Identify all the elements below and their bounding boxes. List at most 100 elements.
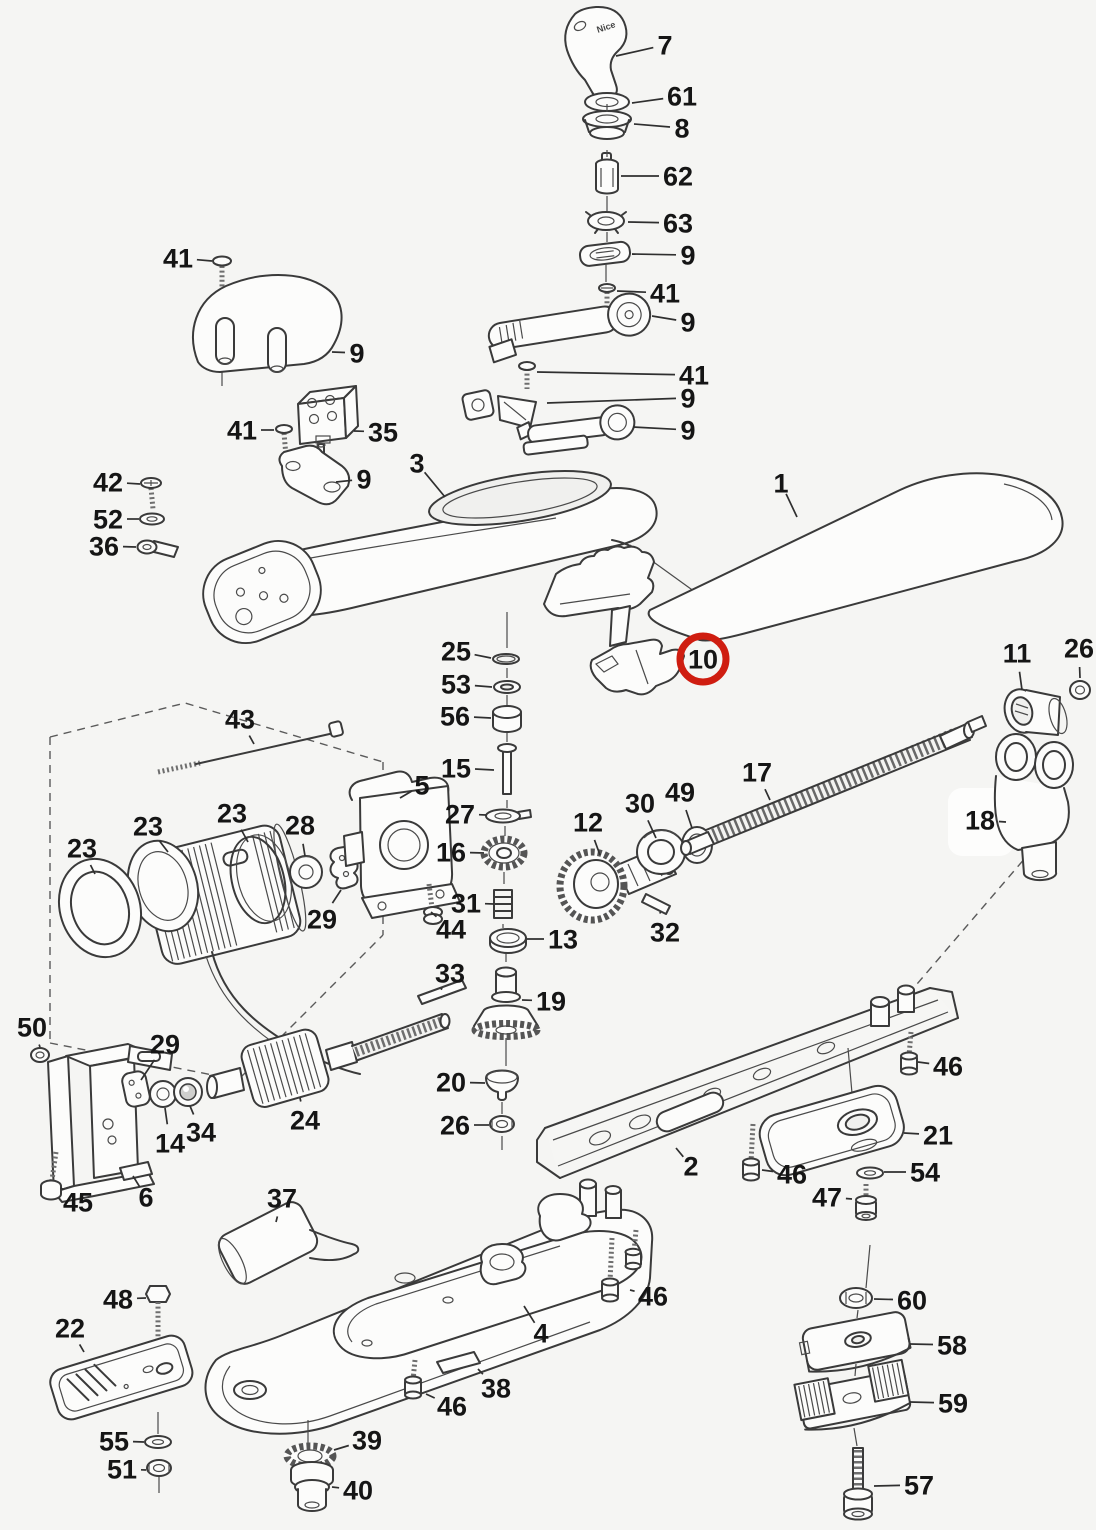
part-number-label: 46 xyxy=(437,1392,467,1422)
part-number-label: 5 xyxy=(414,771,429,801)
callout-27: 27 xyxy=(445,800,487,830)
callout-leader xyxy=(331,1486,340,1489)
callout-leader xyxy=(60,1187,64,1191)
callout-11: 11 xyxy=(1003,639,1032,691)
part-number-label: 41 xyxy=(227,416,257,446)
part-number-label: 33 xyxy=(435,959,465,989)
callout-9: 9 xyxy=(631,241,696,271)
part-number-label: 11 xyxy=(1003,639,1032,669)
callout-59: 59 xyxy=(909,1389,968,1419)
part-5-gear-bracket xyxy=(343,770,461,919)
part-9-cap xyxy=(578,240,631,267)
callout-leader xyxy=(536,371,676,376)
part-number-label: 30 xyxy=(625,789,655,819)
callout-23: 23 xyxy=(67,834,97,875)
part-29-clamp-lower xyxy=(121,1070,151,1108)
callout-leader xyxy=(78,1343,85,1353)
part-55-washer xyxy=(144,1435,172,1449)
callout-leader xyxy=(477,1368,484,1375)
callout-34: 34 xyxy=(186,1105,216,1148)
part-3-upper-housing xyxy=(202,470,746,645)
part-44-screw xyxy=(423,883,443,925)
part-15-pin xyxy=(497,743,517,795)
callout-3: 3 xyxy=(409,449,446,498)
callout-leader xyxy=(474,653,492,659)
callout-57: 57 xyxy=(873,1471,934,1501)
highlight-circle xyxy=(676,632,730,686)
fastener-axis-59 xyxy=(854,1363,857,1377)
part-number-label: 21 xyxy=(923,1121,953,1151)
part-number-label: 37 xyxy=(267,1184,297,1214)
part-41-screw-b xyxy=(518,361,536,389)
part-27-washer xyxy=(485,808,532,824)
part-52-washer xyxy=(139,512,165,526)
part-35-terminal-block xyxy=(297,385,359,445)
part-number-label: 27 xyxy=(445,800,475,830)
part-21-bracket-plate xyxy=(758,1084,905,1177)
part-23-ring-outer xyxy=(57,857,143,959)
callout-leader xyxy=(335,479,353,483)
part-47-screw xyxy=(855,1184,877,1221)
part-number-label: 15 xyxy=(441,754,471,784)
callout-29: 29 xyxy=(307,889,342,935)
callout-51: 51 xyxy=(107,1455,147,1485)
part-number-label: 31 xyxy=(451,889,481,919)
callout-15: 15 xyxy=(441,754,495,784)
callout-55: 55 xyxy=(99,1427,145,1457)
part-number-label: 51 xyxy=(107,1455,137,1485)
part-number-label: 19 xyxy=(536,987,566,1017)
fastener-axis-58 xyxy=(856,1309,859,1319)
callout-9: 9 xyxy=(335,465,372,495)
callout-20: 20 xyxy=(436,1068,486,1098)
part-14-bearing xyxy=(149,1080,177,1108)
part-number-label: 7 xyxy=(657,31,672,61)
part-number-label: 59 xyxy=(938,1389,968,1419)
callout-leader xyxy=(546,397,677,404)
callout-16: 16 xyxy=(436,838,485,868)
part-58-plate xyxy=(798,1311,912,1373)
callout-29: 29 xyxy=(140,1030,180,1081)
callout-leader xyxy=(302,843,306,857)
part-number-label: 35 xyxy=(368,418,398,448)
callout-leader xyxy=(140,1059,156,1081)
callout-62: 62 xyxy=(621,162,693,192)
part-number-label: 47 xyxy=(812,1183,842,1213)
callout-4: 4 xyxy=(523,1305,549,1349)
part-number-label: 39 xyxy=(352,1426,382,1456)
callout-leader xyxy=(158,840,169,853)
part-number-label: 48 xyxy=(103,1285,133,1315)
part-number-label: 32 xyxy=(650,918,680,948)
callout-leader xyxy=(240,829,249,843)
part-number-label: 46 xyxy=(638,1282,668,1312)
part-2-rail xyxy=(536,984,959,1179)
callout-leader xyxy=(423,471,446,498)
part-number-label: 29 xyxy=(307,905,337,935)
part-number-label: 63 xyxy=(663,209,693,239)
callout-2: 2 xyxy=(675,1147,699,1182)
callout-leader xyxy=(248,735,255,745)
callout-leader xyxy=(632,426,677,431)
base-grommet-seat xyxy=(479,1243,527,1286)
part-10-release-bracket xyxy=(589,638,685,696)
callout-leader xyxy=(38,1044,41,1048)
part-20-cap xyxy=(485,1069,519,1101)
part-number-label: 34 xyxy=(186,1118,216,1148)
part-19-bevel-gear-hub xyxy=(471,966,541,1040)
part-number-label: 9 xyxy=(680,384,695,414)
callout-30: 30 xyxy=(625,789,657,839)
callout-leader xyxy=(132,1175,141,1188)
callout-37: 37 xyxy=(267,1184,297,1223)
callout-12: 12 xyxy=(573,808,603,856)
part-42-screw xyxy=(140,477,162,510)
part-59-clamp-plate xyxy=(793,1358,912,1431)
part-62-lock-barrel xyxy=(595,152,619,195)
part-9-release-lever-upper xyxy=(487,292,652,364)
callout-leader xyxy=(473,716,492,719)
callout-46: 46 xyxy=(425,1392,467,1422)
part-number-label: 9 xyxy=(349,339,364,369)
callout-7: 7 xyxy=(615,31,673,61)
callout-leader xyxy=(164,1107,169,1125)
